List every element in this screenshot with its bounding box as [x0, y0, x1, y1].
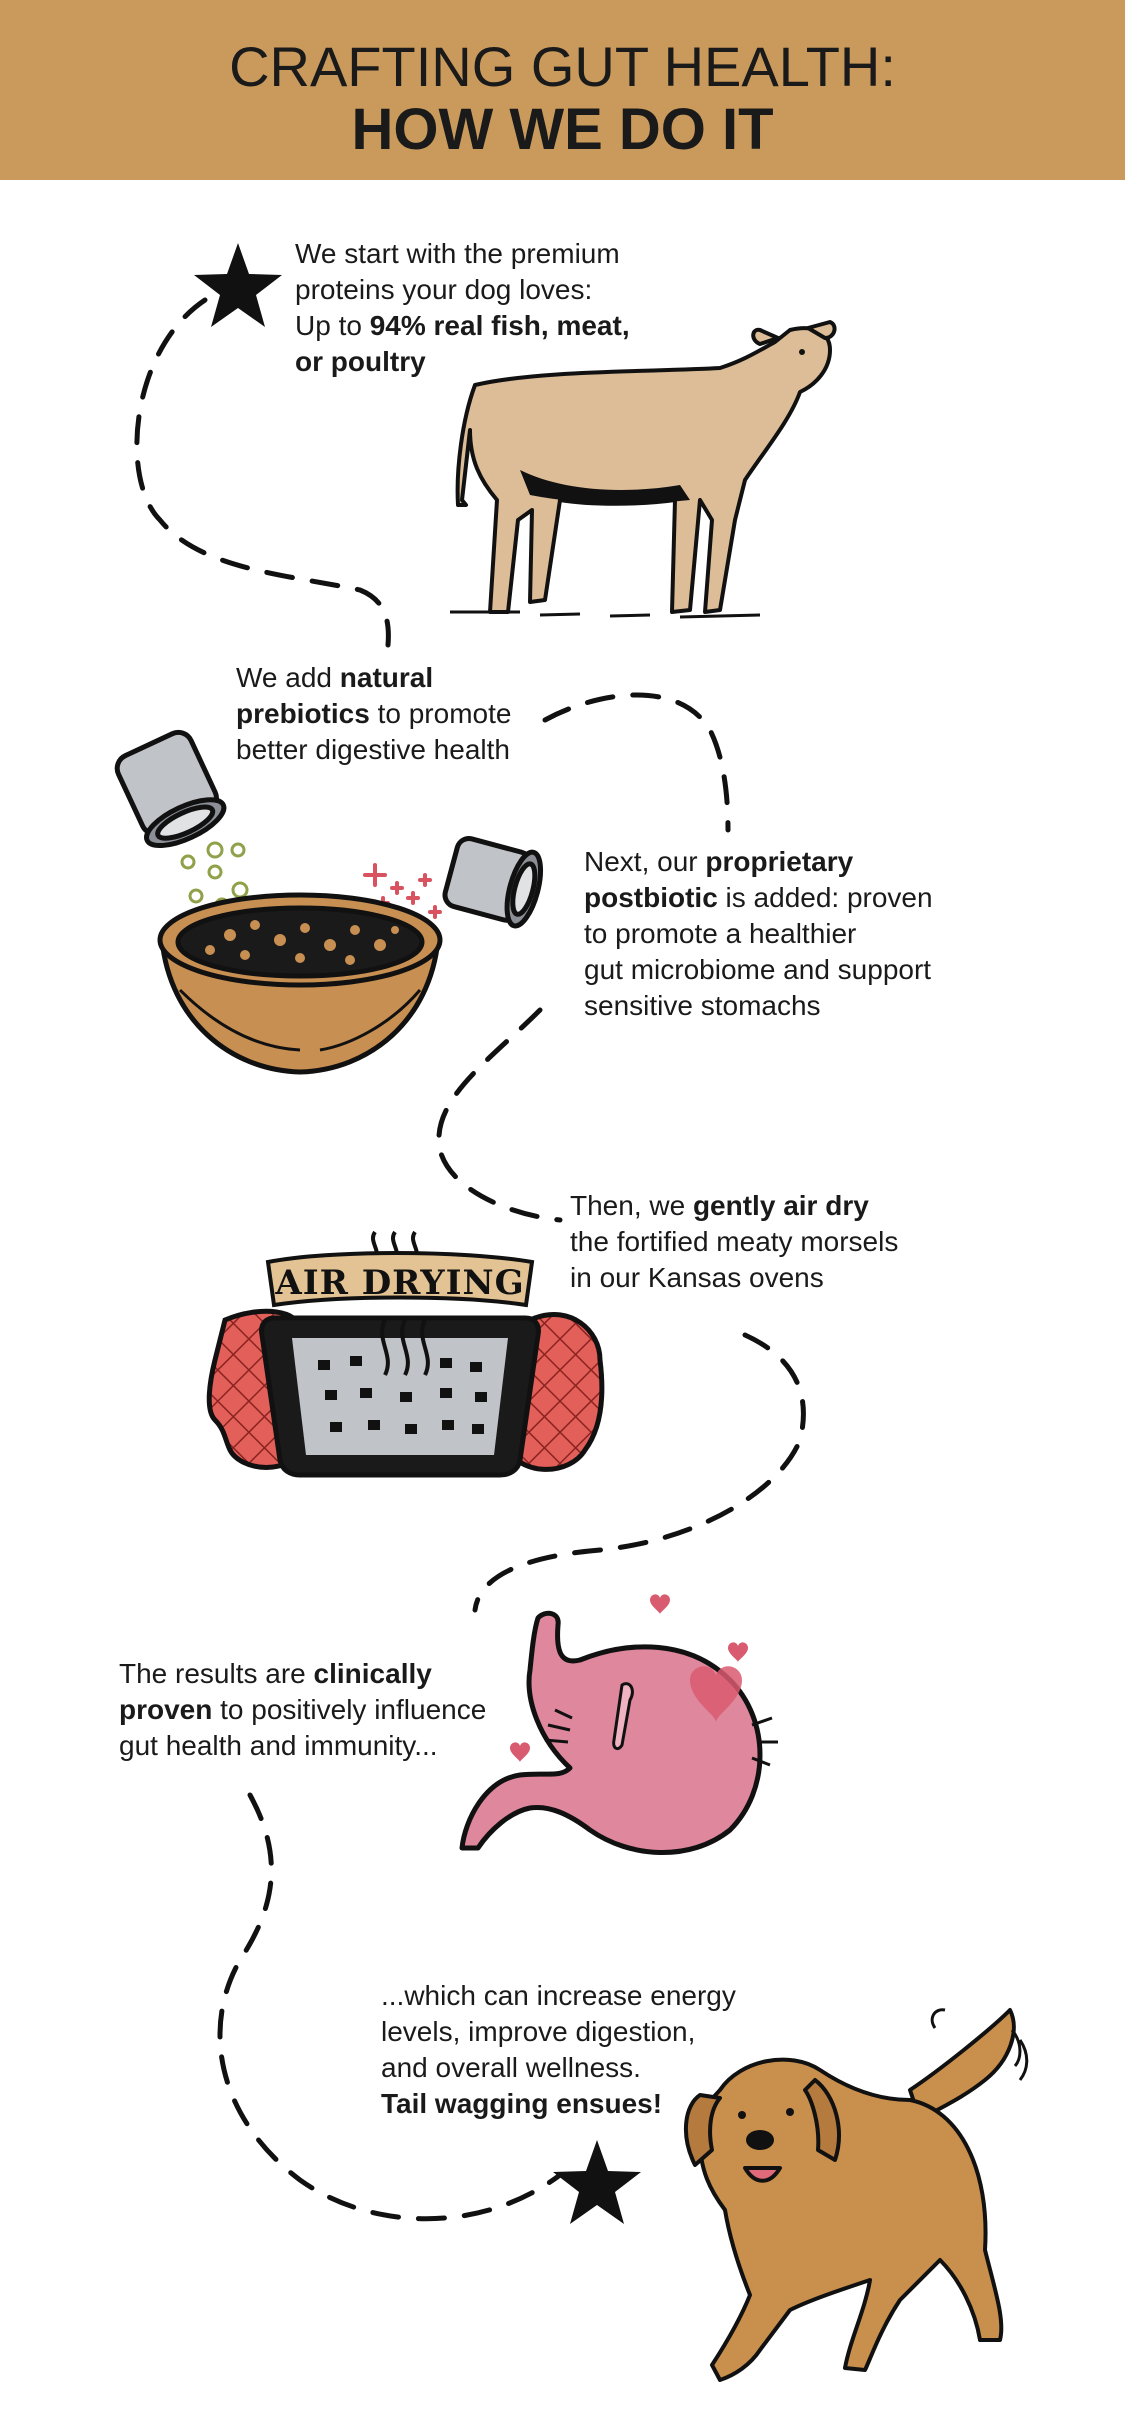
step-6-line: levels, improve digestion,: [381, 2014, 736, 2050]
step-3-line: sensitive stomachs: [584, 988, 933, 1024]
step-3-line: to promote a healthier: [584, 916, 933, 952]
step-2-line: better digestive health: [236, 732, 511, 768]
step-5-line: The results are clinically: [119, 1656, 486, 1692]
step-2-line: We add natural: [236, 660, 511, 696]
emphasis-text: prebiotics: [236, 698, 370, 729]
body-text: to promote a healthier: [584, 918, 857, 949]
cow-illustration: [450, 320, 837, 619]
header-banner: CRAFTING GUT HEALTH: HOW WE DO IT: [0, 0, 1125, 180]
step-1-line: proteins your dog loves:: [295, 272, 630, 308]
body-text: in our Kansas ovens: [570, 1262, 824, 1293]
body-text: sensitive stomachs: [584, 990, 821, 1021]
jar-icon: [114, 729, 227, 849]
body-text: We start with the premium: [295, 238, 620, 269]
step-6-text: ...which can increase energy levels, impr…: [381, 1978, 736, 2122]
body-text: the fortified meaty morsels: [570, 1226, 899, 1257]
step-3-line: gut microbiome and support: [584, 952, 933, 988]
step-1-line: or poultry: [295, 344, 630, 380]
step-1-line: We start with the premium: [295, 236, 630, 272]
emphasis-text: proprietary: [705, 846, 854, 877]
heart-icon: [510, 1594, 748, 1762]
body-text: levels, improve digestion,: [381, 2016, 696, 2047]
step-5-line: proven to positively influence: [119, 1692, 486, 1728]
step-3-line: Next, our proprietary: [584, 844, 933, 880]
step-6-line: and overall wellness.: [381, 2050, 736, 2086]
body-text: Up to: [295, 310, 370, 341]
dog-illustration: [683, 2008, 1029, 2382]
step-1-text: We start with the premium proteins your d…: [295, 236, 630, 380]
emphasis-text: proven: [119, 1694, 213, 1725]
dashed-path: [134, 297, 806, 2222]
header-title-line2: HOW WE DO IT: [351, 97, 774, 162]
air-drying-tray-illustration: [206, 1230, 605, 1478]
step-4-line: Then, we gently air dry: [570, 1188, 898, 1224]
body-text: We add: [236, 662, 340, 693]
star-icon: [553, 2140, 641, 2224]
step-1-line: Up to 94% real fish, meat,: [295, 308, 630, 344]
step-5-line: gut health and immunity...: [119, 1728, 486, 1764]
emphasis-text: gently air dry: [692, 1190, 869, 1221]
step-2-line: prebiotics to promote: [236, 696, 511, 732]
body-text: to promote: [369, 698, 512, 729]
emphasis-text: postbiotic: [584, 882, 718, 913]
emphasis-text: Tail wagging ensues!: [381, 2088, 663, 2119]
emphasis-text: or poultry: [295, 346, 426, 377]
air-drying-label: AIR DRYING: [274, 1263, 524, 1303]
step-4-line: the fortified meaty morsels: [570, 1224, 898, 1260]
emphasis-text: 94% real fish, meat,: [369, 310, 630, 341]
header-title-line1: CRAFTING GUT HEALTH:: [229, 35, 896, 98]
step-6-line: Tail wagging ensues!: [381, 2086, 736, 2122]
stomach-illustration: [459, 1610, 778, 1855]
body-text: proteins your dog loves:: [295, 274, 593, 305]
jar-icon: [442, 836, 544, 929]
bowl-illustration: [157, 892, 443, 1075]
star-icon: [194, 243, 282, 327]
body-text: gut health and immunity...: [119, 1730, 438, 1761]
step-4-line: in our Kansas ovens: [570, 1260, 898, 1296]
body-text: gut microbiome and support: [584, 954, 932, 985]
body-text: ...which can increase energy: [381, 1980, 736, 2011]
body-text: to positively influence: [212, 1694, 487, 1725]
body-text: Next, our: [584, 846, 706, 877]
body-text: is added: proven: [717, 882, 933, 913]
step-3-line: postbiotic is added: proven: [584, 880, 933, 916]
body-text: The results are: [119, 1658, 314, 1689]
step-6-line: ...which can increase energy: [381, 1978, 736, 2014]
emphasis-text: natural: [339, 662, 434, 693]
body-text: Then, we: [570, 1190, 693, 1221]
body-text: better digestive health: [236, 734, 510, 765]
body-text: and overall wellness.: [381, 2052, 641, 2083]
emphasis-text: clinically: [313, 1658, 432, 1689]
